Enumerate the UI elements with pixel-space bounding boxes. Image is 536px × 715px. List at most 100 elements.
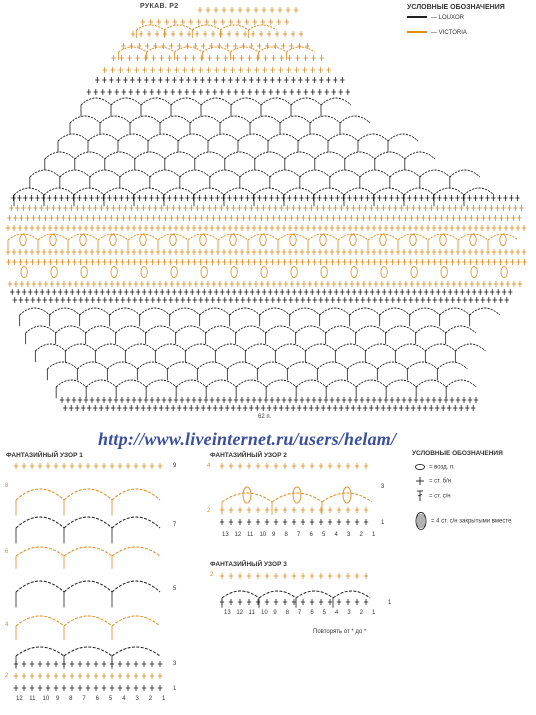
chain-arch: [427, 233, 459, 241]
column-number: 8: [285, 610, 289, 616]
chain-arch: [253, 187, 285, 196]
chain-arch: [425, 343, 456, 352]
chain-arch: [355, 325, 386, 334]
chain-arch: [63, 546, 113, 557]
chain-arch: [332, 590, 371, 599]
chain-arch: [99, 115, 131, 124]
cluster-mark: [139, 234, 147, 246]
column-number: 1: [372, 532, 376, 538]
chain-arch: [404, 151, 436, 160]
chain-arch: [355, 379, 387, 388]
chain-arch: [258, 46, 287, 53]
pattern-1-title: ФАНТАЗИЙНЫЙ УЗОР 1: [6, 452, 83, 459]
chain-arch: [357, 133, 389, 142]
chain-arch: [111, 646, 161, 657]
chain-arch: [313, 187, 345, 196]
chain-arch: [146, 46, 175, 53]
chain-arch: [200, 97, 232, 106]
chain-arch: [367, 233, 399, 241]
sleeve-chart-title: РУКАВ. Р2: [140, 3, 179, 10]
chain-arch: [65, 343, 96, 352]
chain-arch: [147, 133, 179, 142]
chain-arch: [35, 343, 66, 352]
chain-arch: [185, 343, 216, 352]
column-number: 13: [222, 532, 229, 538]
chain-arch: [125, 343, 156, 352]
cluster-mark: [410, 266, 418, 278]
chain-arch: [55, 379, 87, 388]
chain-arch: [437, 361, 468, 370]
chain-arch: [397, 233, 429, 241]
chain-arch: [109, 307, 140, 316]
chain-arch: [219, 115, 251, 124]
symbol-double-crochet: = ст. с/н: [414, 490, 451, 502]
chain-arch: [199, 307, 230, 316]
chain-arch: [193, 187, 225, 196]
chain-arch: [167, 361, 198, 370]
chain-arch: [15, 516, 65, 529]
p2-row-4: 4: [207, 463, 211, 469]
chain-arch: [320, 97, 352, 106]
chain-arch: [104, 151, 136, 160]
chain-arch: [155, 343, 186, 352]
cluster-mark: [470, 266, 478, 278]
chain-arch: [37, 233, 69, 241]
chain-arch: [374, 151, 406, 160]
p1-row-5: 5: [173, 586, 177, 592]
cluster-icon: [415, 512, 427, 530]
chain-arch: [49, 307, 80, 316]
chain-arch: [137, 361, 168, 370]
repeat-note: Повторять от * до *: [313, 629, 367, 635]
chain-arch: [290, 97, 322, 106]
chain-arch: [202, 46, 231, 53]
chain-arch: [321, 492, 373, 503]
pattern-3-title: ФАНТАЗИЙНЫЙ УЗОР 3: [210, 561, 287, 568]
chain-arch: [245, 343, 276, 352]
column-number: 5: [322, 532, 326, 538]
chain-arch: [407, 361, 438, 370]
chain-arch: [295, 379, 327, 388]
chain-arch: [395, 343, 426, 352]
cluster-mark: [290, 266, 298, 278]
cluster-mark: [350, 266, 358, 278]
column-number: 9: [273, 610, 277, 616]
column-number: 6: [95, 696, 99, 702]
chain-arch: [349, 307, 380, 316]
victoria-label: — VICTORIA: [431, 30, 467, 36]
chain-arch: [29, 169, 61, 178]
cluster-mark: [242, 486, 252, 504]
cluster-mark: [499, 234, 507, 246]
chain-arch: [111, 615, 161, 627]
column-number: 6: [310, 610, 314, 616]
column-number: 13: [224, 610, 231, 616]
cluster-mark: [170, 266, 178, 278]
cluster-mark: [292, 486, 302, 504]
chain-arch: [439, 307, 470, 316]
chain-arch: [157, 233, 189, 241]
column-number: 2: [359, 532, 363, 538]
cluster-mark: [440, 266, 448, 278]
watermark-url: http://www.liveinternet.ru/users/helam/: [98, 429, 397, 449]
symbol-single-crochet: = ст. б/н: [414, 476, 451, 486]
cluster-mark: [230, 266, 238, 278]
chain-arch: [63, 580, 113, 593]
cluster-mark: [169, 234, 177, 246]
chain-arch: [47, 361, 78, 370]
chain-arch: [284, 151, 316, 160]
chain-arch: [239, 169, 271, 178]
column-number: 11: [29, 696, 36, 702]
cluster-mark: [19, 234, 27, 246]
chain-arch: [224, 151, 256, 160]
chain-arch: [192, 24, 221, 31]
column-number: 10: [42, 696, 50, 702]
chain-arch: [325, 379, 357, 388]
cluster-mark: [320, 266, 328, 278]
chain-arch: [59, 169, 91, 178]
chain-arch: [145, 325, 176, 334]
symbol-chain: = возд. п.: [414, 463, 455, 471]
column-number: 12: [16, 696, 23, 702]
louxor-swatch: [407, 16, 427, 19]
chain-arch: [299, 169, 331, 178]
chain-arch: [269, 169, 301, 178]
